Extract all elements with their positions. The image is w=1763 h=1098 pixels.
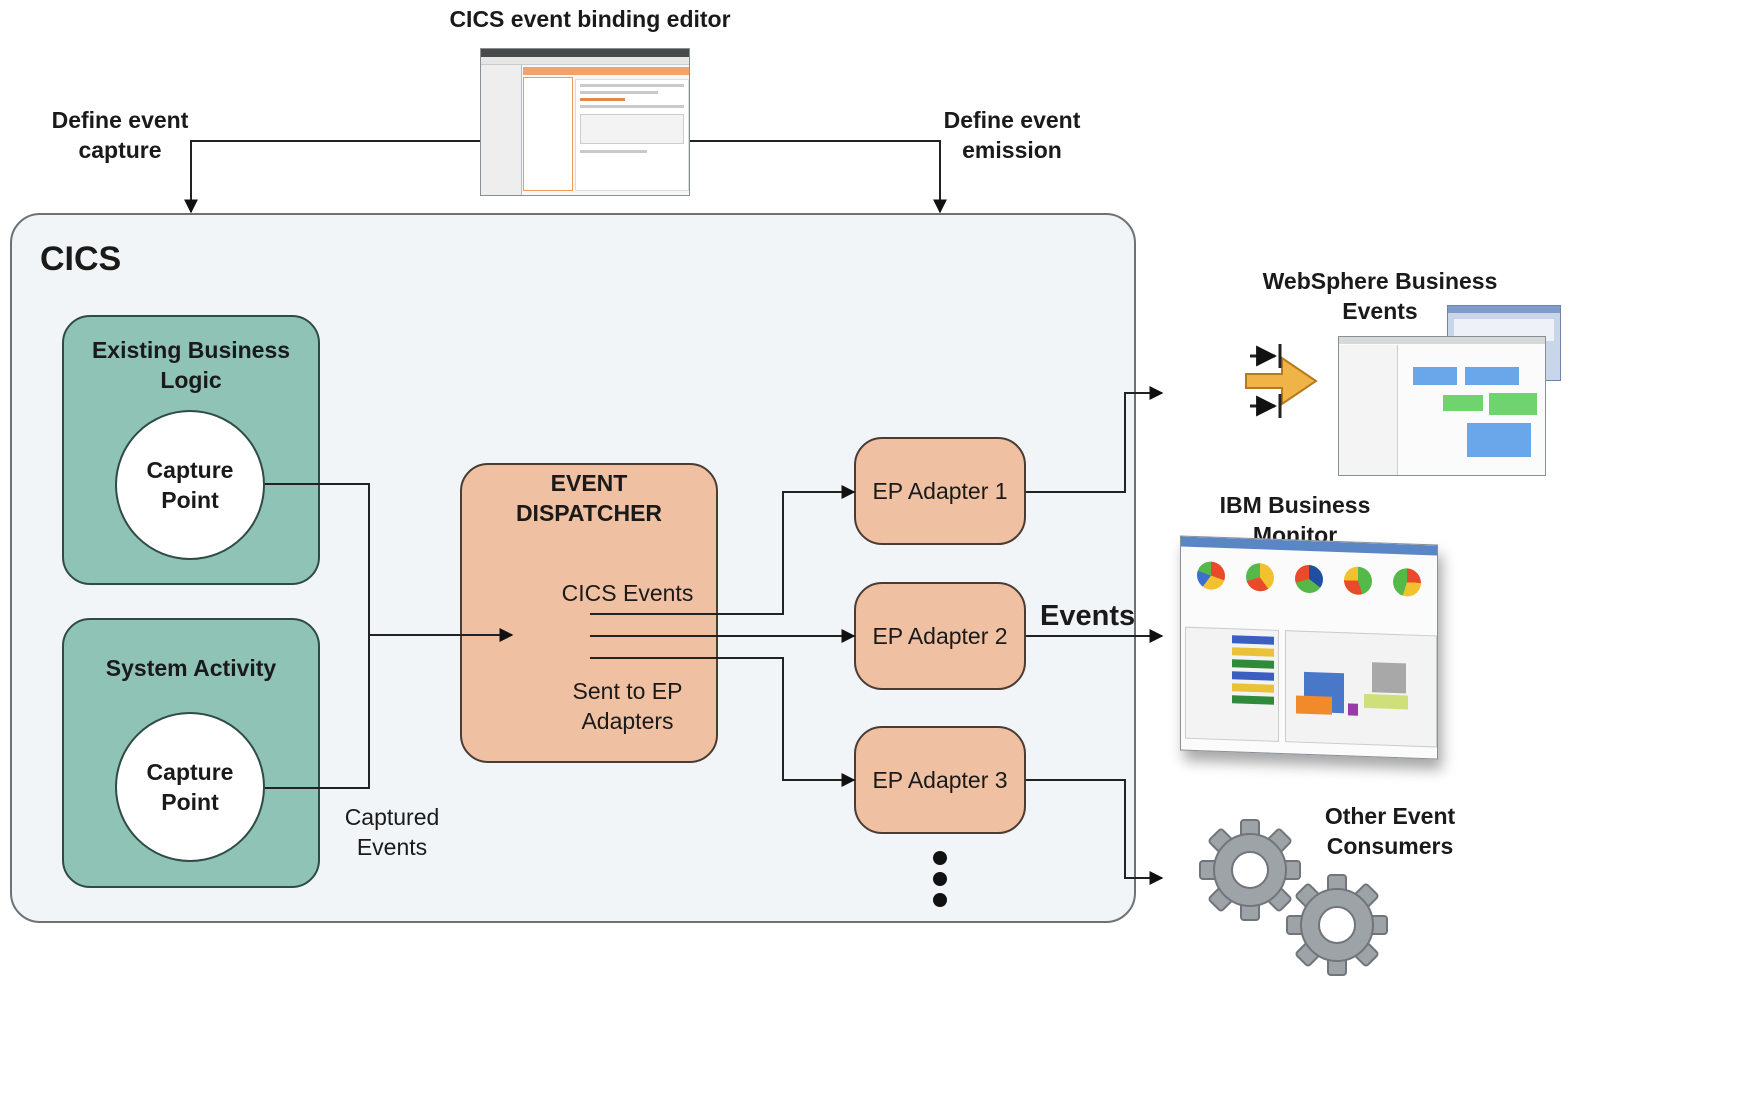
websphere-screenshot [1338,336,1546,476]
events-label: Events [1040,600,1136,632]
ep-adapter-2: EP Adapter 2 [854,582,1026,690]
define-event-capture-label: Define event capture [51,107,189,163]
capture-point-label: Capture Point [146,457,234,513]
editor-title: CICS event binding editor [449,6,731,32]
gear-icon [1199,819,1388,976]
existing-business-logic-title: Existing Business Logic [91,337,291,393]
dispatch-adapter-3-arrow [590,657,856,787]
business-monitor-screenshot [1180,535,1438,760]
cics-title: CICS [40,240,122,278]
capture-point-system: Capture Point [115,712,265,862]
websphere-business-events-label: WebSphere Business Events [1262,268,1498,324]
capture-point-label: Capture Point [146,759,234,815]
event-stream-icon [1245,344,1318,418]
ep-adapter-label: EP Adapter 3 [872,766,1008,793]
other-event-consumers-label: Other Event Consumers [1324,803,1456,859]
system-activity-title: System Activity [105,655,277,681]
sent-to-adapters-label: Sent to EP Adapters [572,678,683,734]
adapter-3-out-arrow [1026,779,1164,885]
ep-adapter-label: EP Adapter 1 [872,477,1008,504]
ep-adapter-3: EP Adapter 3 [854,726,1026,834]
ep-adapter-label: EP Adapter 2 [872,622,1008,649]
adapter-1-out-arrow [1026,386,1164,493]
event-binding-editor-screenshot [480,48,690,196]
define-event-emission-label: Define event emission [943,107,1081,163]
dispatch-adapter-1-arrow [590,485,856,615]
captured-events-label: Captured Events [344,804,440,860]
capture-point-business: Capture Point [115,410,265,560]
capture-business-wire [265,483,370,789]
event-dispatcher-title: EVENT DISPATCHER [515,470,663,526]
more-adapters-ellipsis [933,851,947,907]
define-emission-arrow [690,140,947,214]
define-capture-arrow [184,140,480,214]
cics-events-label: CICS Events [561,580,694,606]
ep-adapter-1: EP Adapter 1 [854,437,1026,545]
